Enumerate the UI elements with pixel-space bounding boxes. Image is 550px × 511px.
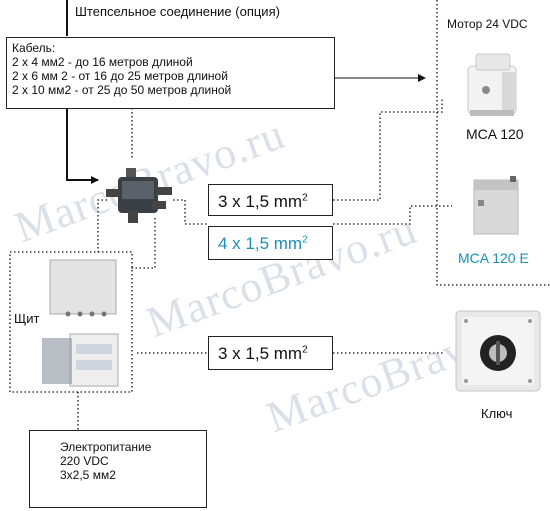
cable-line: 2 x 6 мм 2 - от 16 до 25 метров длиной (12, 69, 334, 83)
wire-label-1: 3 x 1,5 mm2 (208, 184, 333, 216)
panel-label: Щит (14, 311, 39, 326)
cable-line: 2 x 4 мм2 - до 16 метров длиной (12, 55, 334, 69)
power-supply-box: Электропитание 220 VDC 3x2,5 мм2 (29, 430, 207, 508)
wire-label-text: 4 x 1,5 mm (218, 234, 302, 253)
wire-label-sup: 2 (302, 234, 308, 245)
key-label: Ключ (481, 406, 512, 421)
power-line: 3x2,5 мм2 (60, 468, 206, 482)
mca120e-label: MCA 120 E (458, 250, 529, 266)
motor-label: Мотор 24 VDC (447, 17, 528, 31)
wire-label-3: 3 x 1,5 mm2 (208, 336, 333, 370)
key-switch-icon (454, 309, 542, 393)
panel-open-icon (40, 332, 122, 390)
wire-label-sup: 2 (302, 344, 308, 355)
junction-box-icon (104, 165, 176, 225)
mca120-label: MCA 120 (466, 126, 524, 142)
cable-line: 2 x 10 мм2 - от 25 до 50 метров длиной (12, 83, 334, 97)
motor-mca120-icon (462, 50, 524, 122)
panel-box-icon (46, 258, 120, 318)
wire-label-text: 3 x 1,5 mm (218, 344, 302, 363)
wire-label-sup: 2 (302, 192, 308, 203)
motor-mca120e-icon (470, 176, 522, 238)
plug-connection-label: Штепсельное соединение (опция) (75, 4, 280, 19)
cable-title: Кабель: (12, 41, 334, 55)
wire-label-2: 4 x 1,5 mm2 (208, 226, 333, 260)
wire-label-text: 3 x 1,5 mm (218, 192, 302, 211)
power-line: 220 VDC (60, 454, 206, 468)
cable-spec-box: Кабель: 2 x 4 мм2 - до 16 метров длиной … (6, 37, 335, 109)
power-line: Электропитание (60, 440, 206, 454)
